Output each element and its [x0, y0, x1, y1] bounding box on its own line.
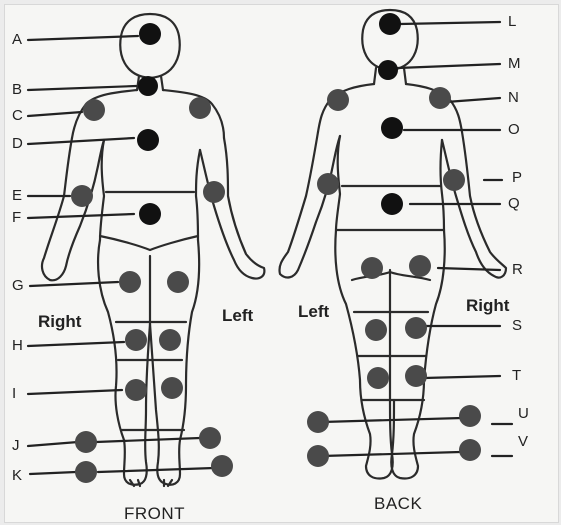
dot-h-right: [159, 329, 181, 351]
label-o: O: [508, 122, 520, 137]
dot-q: [381, 193, 403, 215]
dot-e-left: [71, 185, 93, 207]
dot-m: [378, 60, 398, 80]
label-r: R: [512, 262, 523, 277]
leader-b: [28, 86, 136, 90]
label-u: U: [518, 406, 529, 421]
label-q: Q: [508, 196, 520, 211]
dot-k-left: [75, 461, 97, 483]
leader-u1: [322, 418, 462, 422]
dot-t-right: [405, 365, 427, 387]
label-i: I: [12, 386, 16, 401]
label-b: B: [12, 82, 22, 97]
dot-g-left: [119, 271, 141, 293]
dot-p-right: [443, 169, 465, 191]
leader-j2: [96, 438, 200, 442]
dot-e-right: [203, 181, 225, 203]
dot-i-left: [125, 379, 147, 401]
dot-n-right: [429, 87, 451, 109]
label-j: J: [12, 438, 20, 453]
label-n: N: [508, 90, 519, 105]
dot-p-left: [317, 173, 339, 195]
dot-d: [137, 129, 159, 151]
leader-g: [30, 282, 118, 286]
dot-c-left: [83, 99, 105, 121]
dot-f: [139, 203, 161, 225]
label-e: E: [12, 188, 22, 203]
front-hip-line: [100, 236, 198, 250]
label-v: V: [518, 434, 528, 449]
dot-h-left: [125, 329, 147, 351]
dot-r-right: [409, 255, 431, 277]
leader-t: [424, 376, 500, 378]
dot-t-left: [367, 367, 389, 389]
leader-m: [398, 64, 500, 68]
label-t: T: [512, 368, 521, 383]
dot-j-right: [199, 427, 221, 449]
leader-c: [28, 112, 82, 116]
front-left-arm: [42, 138, 104, 280]
dot-v-right: [459, 439, 481, 461]
label-f: F: [12, 210, 21, 225]
dot-g-right: [167, 271, 189, 293]
side-label-back-right: Right: [466, 296, 509, 316]
side-label-back-left: Left: [298, 302, 329, 322]
dot-u-right: [459, 405, 481, 427]
label-s: S: [512, 318, 522, 333]
caption-front: FRONT: [124, 504, 185, 524]
dot-s-left: [365, 319, 387, 341]
dot-l: [379, 13, 401, 35]
leader-j1: [28, 442, 78, 446]
dot-b: [138, 76, 158, 96]
label-k: K: [12, 468, 22, 483]
side-label-front-left: Left: [222, 306, 253, 326]
label-h: H: [12, 338, 23, 353]
label-c: C: [12, 108, 23, 123]
label-g: G: [12, 278, 24, 293]
label-a: A: [12, 32, 22, 47]
dot-j-left: [75, 431, 97, 453]
dot-k-right: [211, 455, 233, 477]
back-torso: [336, 136, 444, 230]
leader-h: [28, 342, 124, 346]
back-left-arm: [279, 132, 340, 277]
dot-i-right: [161, 377, 183, 399]
leader-k1: [30, 472, 76, 474]
dot-c-right: [189, 97, 211, 119]
dot-v-left: [307, 445, 329, 467]
label-l: L: [508, 14, 516, 29]
label-p: P: [512, 170, 522, 185]
dot-o: [381, 117, 403, 139]
label-d: D: [12, 136, 23, 151]
caption-back: BACK: [374, 494, 422, 514]
leader-k2: [98, 468, 214, 472]
dot-u-left: [307, 411, 329, 433]
leader-n: [446, 98, 500, 102]
leader-r: [438, 268, 500, 270]
leader-f: [28, 214, 134, 218]
dot-s-right: [405, 317, 427, 339]
dot-a: [139, 23, 161, 45]
leader-i: [28, 390, 122, 394]
dot-n-left: [327, 89, 349, 111]
dot-r-left: [361, 257, 383, 279]
side-label-front-right: Right: [38, 312, 81, 332]
label-m: M: [508, 56, 521, 71]
front-right-arm: [200, 138, 264, 279]
leader-d: [28, 138, 134, 144]
